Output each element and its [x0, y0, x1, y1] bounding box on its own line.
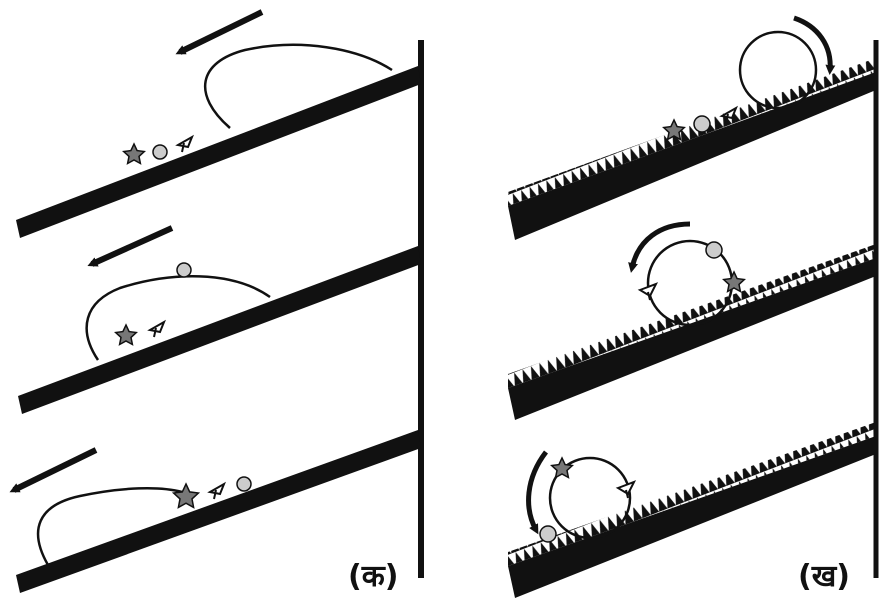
ramp-b2 — [508, 258, 876, 420]
curved-arrow-icon — [529, 452, 546, 530]
panel-b — [508, 18, 876, 598]
panel-label-b: (ख) — [798, 562, 850, 592]
ramp-b1 — [508, 72, 876, 240]
curved-arrow-icon — [632, 224, 690, 268]
circle-marker-icon — [540, 526, 556, 542]
hook-marker-icon — [150, 322, 164, 337]
star-marker-icon — [174, 484, 199, 507]
hook-marker-icon — [178, 137, 192, 152]
circle-marker-icon — [237, 477, 251, 491]
ramp-a2 — [18, 246, 421, 414]
ramp-teeth-b1 — [508, 58, 876, 206]
star-marker-icon — [116, 325, 137, 345]
hook-marker-icon — [640, 284, 656, 300]
circle-marker-icon — [706, 242, 722, 258]
panel-label-a: (क) — [348, 562, 398, 592]
circle-marker-icon — [177, 263, 191, 277]
arrow-left-icon — [180, 12, 262, 52]
curved-arrow-icon — [794, 18, 830, 70]
circle-marker-icon — [153, 145, 167, 159]
hook-marker-icon — [210, 484, 224, 499]
star-marker-icon — [552, 458, 573, 478]
circle-marker-icon — [694, 116, 710, 132]
arrow-left-icon — [92, 228, 172, 264]
ramp-teeth-b3 — [508, 422, 876, 566]
hook-marker-icon — [618, 482, 634, 498]
ramp-teeth-b2 — [508, 244, 876, 388]
star-marker-icon — [724, 272, 745, 292]
panel-a — [14, 12, 421, 593]
star-marker-icon — [124, 144, 145, 164]
ramp-a1 — [16, 66, 421, 238]
arrow-left-icon — [14, 450, 96, 490]
